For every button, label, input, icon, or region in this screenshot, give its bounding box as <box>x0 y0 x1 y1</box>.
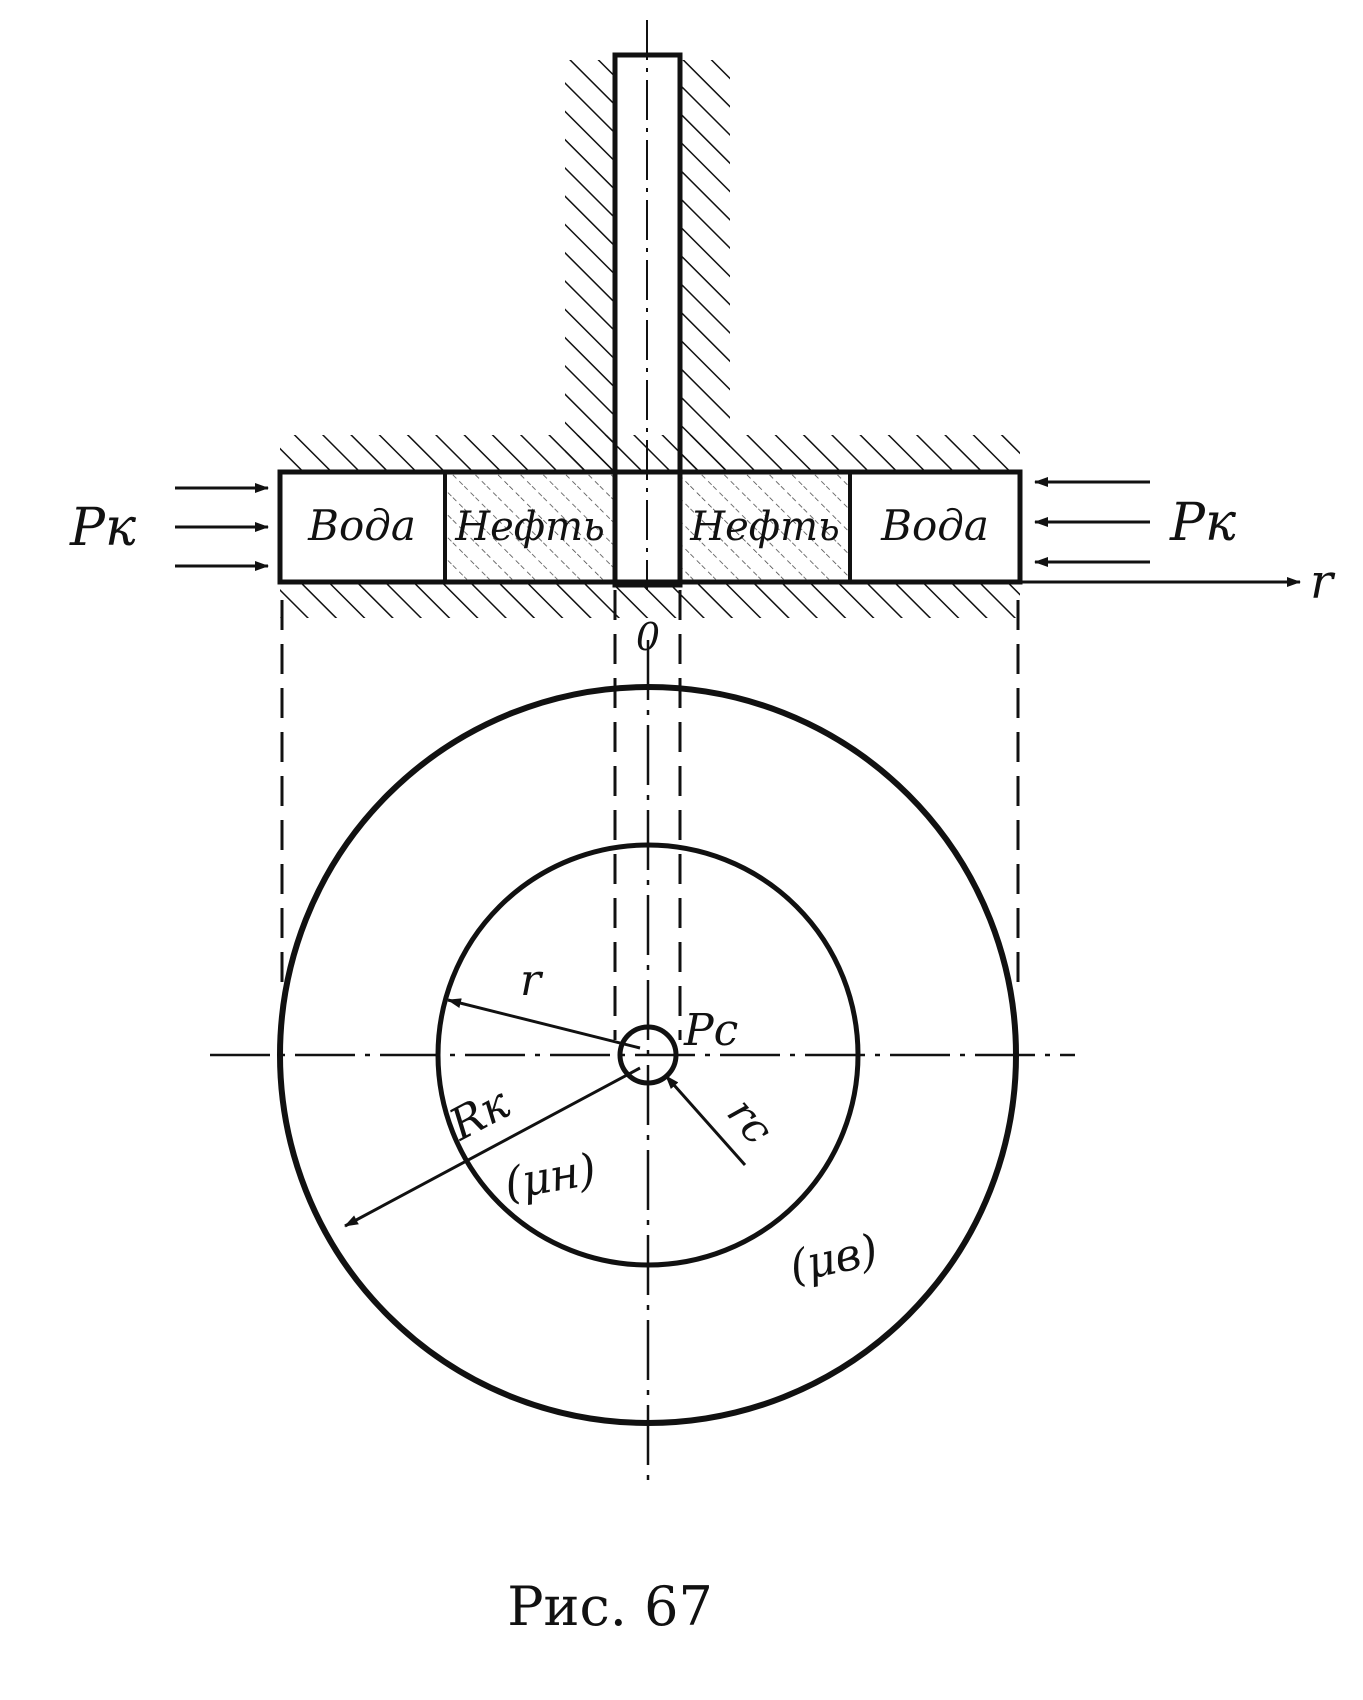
radius-r-arrow <box>447 998 641 1050</box>
oil-zone-right <box>680 474 850 580</box>
axis-r-label: r <box>1310 554 1336 610</box>
contour-pressure-arrows-right <box>1034 477 1150 567</box>
figure-caption: Рис. 67 <box>507 1575 713 1638</box>
well-shaft <box>612 20 683 590</box>
well-radius-arrow <box>664 1075 747 1166</box>
water-viscosity-label: (μв) <box>785 1225 882 1293</box>
contour-pressure-arrows-left <box>175 483 269 571</box>
pressure-label-right: Pк <box>1169 493 1237 553</box>
well-shaft-hatching <box>565 60 730 470</box>
pressure-label-left: Pк <box>69 498 137 558</box>
oil-zone-left <box>445 474 615 580</box>
top-rock-hatching <box>280 435 1020 471</box>
water-label-right: Вода <box>880 501 989 550</box>
contour-radius-arrow <box>344 1066 641 1228</box>
radius-r-label: r <box>520 955 544 1006</box>
oil-label-right: Нефть <box>689 504 840 550</box>
oil-viscosity-label: (μн) <box>501 1144 600 1210</box>
bottom-rock-hatching <box>280 582 1020 618</box>
reservoir-layer <box>277 469 1023 585</box>
oil-label-left: Нефть <box>454 504 605 550</box>
water-label-left: Вода <box>307 501 416 550</box>
projection-lines <box>280 590 1020 1040</box>
well-pressure-label: Pc <box>683 1005 738 1056</box>
